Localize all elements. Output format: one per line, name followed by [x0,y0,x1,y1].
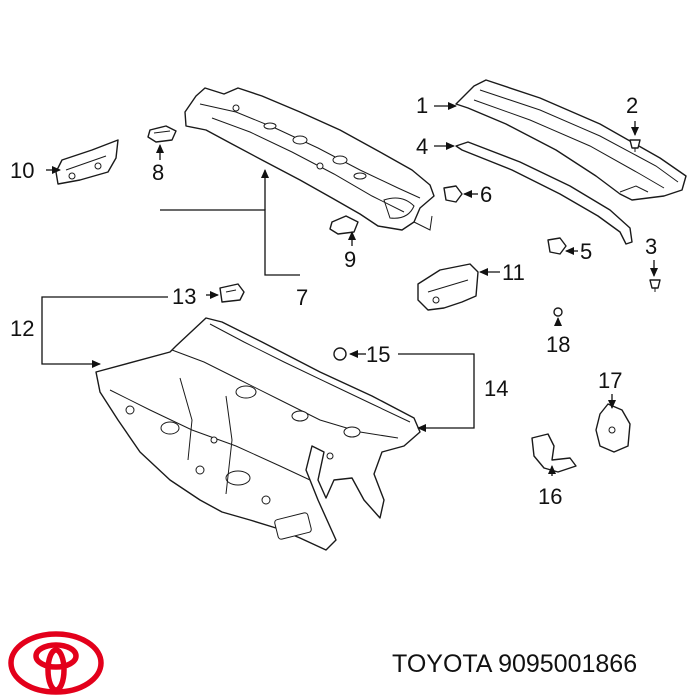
callout-5: 5 [580,239,592,264]
callout-8: 8 [152,160,164,185]
callout-12: 12 [10,316,34,341]
callout-4: 4 [416,134,428,159]
part-3-screw [649,279,661,292]
part-16-bracket [531,433,577,473]
callout-17: 17 [598,368,622,393]
callout-3: 3 [645,234,657,259]
callout-14: 14 [484,376,508,401]
part-6-clip [443,185,463,203]
leader-lines [41,102,658,476]
part-1-cowl-louver [455,79,687,201]
brand-name: TOYOTA [392,650,492,678]
callout-2: 2 [626,93,638,118]
callout-7: 7 [296,285,308,310]
part-9-bracket [329,215,359,235]
part-18-clip [553,307,563,317]
brand-part-number: TOYOTA 9095001866 [392,650,637,679]
part-15-grommet [333,347,347,361]
callout-labels: 1 2 3 4 5 6 7 8 9 10 11 12 13 14 15 16 1… [10,93,657,509]
callout-16: 16 [538,484,562,509]
part-4-seal-strip [455,141,633,245]
callout-9: 9 [344,247,356,272]
callout-18: 18 [546,332,570,357]
callout-10: 10 [10,158,34,183]
part-10-brace [55,139,119,185]
part-5-clip [547,237,567,255]
callout-6: 6 [480,182,492,207]
part-8-bracket [147,125,177,143]
part-2-screw [629,139,641,152]
callout-13: 13 [172,284,196,309]
callout-1: 1 [416,93,428,118]
cowl-top-panel [184,87,435,231]
dash-panel [95,317,421,551]
part-11-bracket [417,263,479,311]
part-17-panel [595,403,631,453]
part-number: 9095001866 [498,650,638,678]
toyota-logo-icon [8,631,104,695]
callout-15: 15 [366,342,390,367]
callout-11: 11 [502,260,525,285]
part-13-plug [219,283,245,303]
